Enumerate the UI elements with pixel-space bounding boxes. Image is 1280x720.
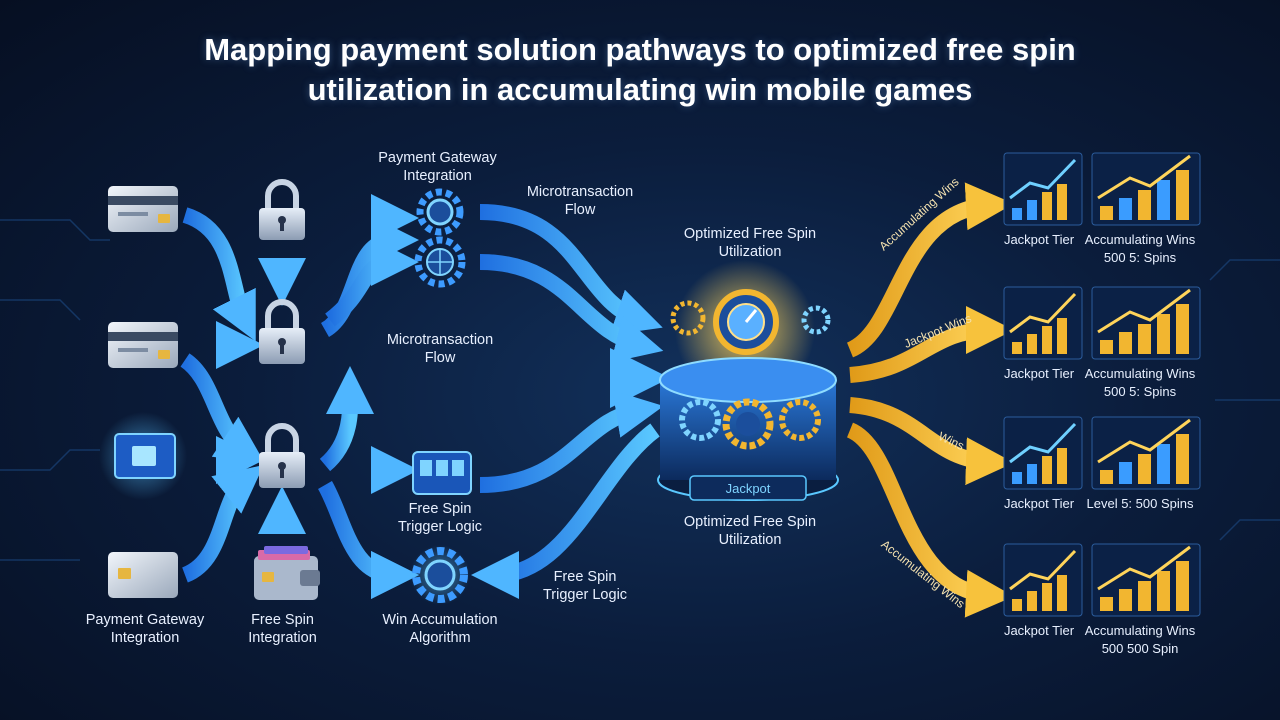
arrow-lock3-trigger (319, 366, 375, 472)
chart-bar (1012, 342, 1022, 354)
chart-bar (1157, 444, 1170, 484)
trend-arrow-icon (1097, 545, 1191, 591)
jackpot-hub-icon (657, 260, 839, 501)
credit-card-icon (108, 322, 178, 368)
chart-bar (1138, 454, 1151, 484)
arrow-hub-outcome-3 (849, 397, 1014, 486)
outcome-1-tier: Jackpot Tier (1003, 232, 1075, 247)
arrow-gear-hub-2 (479, 254, 664, 363)
blue-arrows (180, 194, 670, 599)
globe-gear-icon (414, 236, 466, 288)
chart-bar (1176, 170, 1189, 220)
arrow-hub-outcome-2 (849, 306, 1014, 383)
chart-bar (1027, 464, 1037, 484)
arrow-lock2-gear2 (324, 238, 419, 327)
chart-bar (1100, 470, 1113, 484)
chart-bar (1100, 206, 1113, 220)
chart-bar (1119, 462, 1132, 484)
trend-arrow-icon (1009, 292, 1077, 334)
chart-bar (1100, 340, 1113, 354)
chart-bar (1119, 589, 1132, 611)
arrow-card4-lock3 (181, 464, 264, 583)
chart-bar (1027, 591, 1037, 611)
chart-bar (1012, 472, 1022, 484)
chart-bar (1042, 192, 1052, 220)
circuit-background (0, 219, 1280, 561)
trend-arrow-icon (1097, 288, 1191, 334)
trend-arrow-icon (1009, 549, 1077, 591)
chart-bar (1157, 571, 1170, 611)
chip-card-icon (99, 412, 187, 500)
lock-icon (259, 179, 305, 240)
outcome-charts (1003, 152, 1201, 617)
chart-bar (1119, 332, 1132, 354)
hub-badge: Jackpot (725, 481, 771, 496)
chart-bar (1012, 599, 1022, 611)
trend-arrow-icon (1097, 154, 1191, 200)
arrow-gear-hub-1 (479, 204, 663, 336)
chart-bar (1138, 324, 1151, 354)
chart-bar (1157, 180, 1170, 220)
chart-bar (1057, 448, 1067, 484)
chart-bar (1027, 334, 1037, 354)
chart-bar (1176, 561, 1189, 611)
arrow-card2-lock3 (180, 353, 265, 464)
wallet-icon (254, 546, 320, 600)
trend-arrow-icon (1009, 158, 1077, 200)
outcome-3-detail: Level 5: 500 Spins (1086, 496, 1194, 511)
chart-bar (1012, 208, 1022, 220)
lock-icon (259, 423, 305, 488)
credit-card-icon (108, 552, 178, 598)
trend-arrow-icon (1009, 422, 1077, 464)
gear-icon (416, 188, 464, 236)
chart-bar (1042, 456, 1052, 484)
outcome-4-tier: Jackpot Tier (1003, 623, 1075, 638)
chart-bar (1157, 314, 1170, 354)
gold-arrows (846, 182, 1014, 618)
title-line-2: utilization in accumulating win mobile g… (307, 72, 973, 107)
page-title: Mapping payment solution pathways to opt… (0, 30, 1280, 110)
arrow-trigger-hub (479, 390, 664, 493)
chart-bar (1057, 575, 1067, 611)
credit-card-icon (108, 186, 178, 232)
chart-bar (1176, 434, 1189, 484)
outcome-3-tier: Jackpot Tier (1003, 496, 1075, 511)
title-line-1: Mapping payment solution pathways to opt… (204, 32, 1076, 67)
outcome-2-tier: Jackpot Tier (1003, 366, 1075, 381)
chart-bar (1057, 184, 1067, 220)
chart-bar (1100, 597, 1113, 611)
lock-icon (259, 299, 305, 364)
chart-bar (1042, 583, 1052, 611)
arrow-hub-outcome-1 (846, 182, 1014, 358)
trend-arrow-icon (1097, 418, 1191, 464)
chart-bar (1027, 200, 1037, 220)
chart-bar (1057, 318, 1067, 354)
chart-bar (1138, 190, 1151, 220)
chart-bar (1176, 304, 1189, 354)
chart-bar (1042, 326, 1052, 354)
chart-bar (1138, 581, 1151, 611)
arrow-card1-lock2 (182, 207, 256, 342)
slot-machine-icon (412, 451, 472, 495)
arrow-hub-outcome-4 (846, 422, 1014, 618)
chart-bar (1119, 198, 1132, 220)
arrow-hub-win (471, 423, 660, 599)
win-accumulation-gear-icon (410, 545, 470, 605)
